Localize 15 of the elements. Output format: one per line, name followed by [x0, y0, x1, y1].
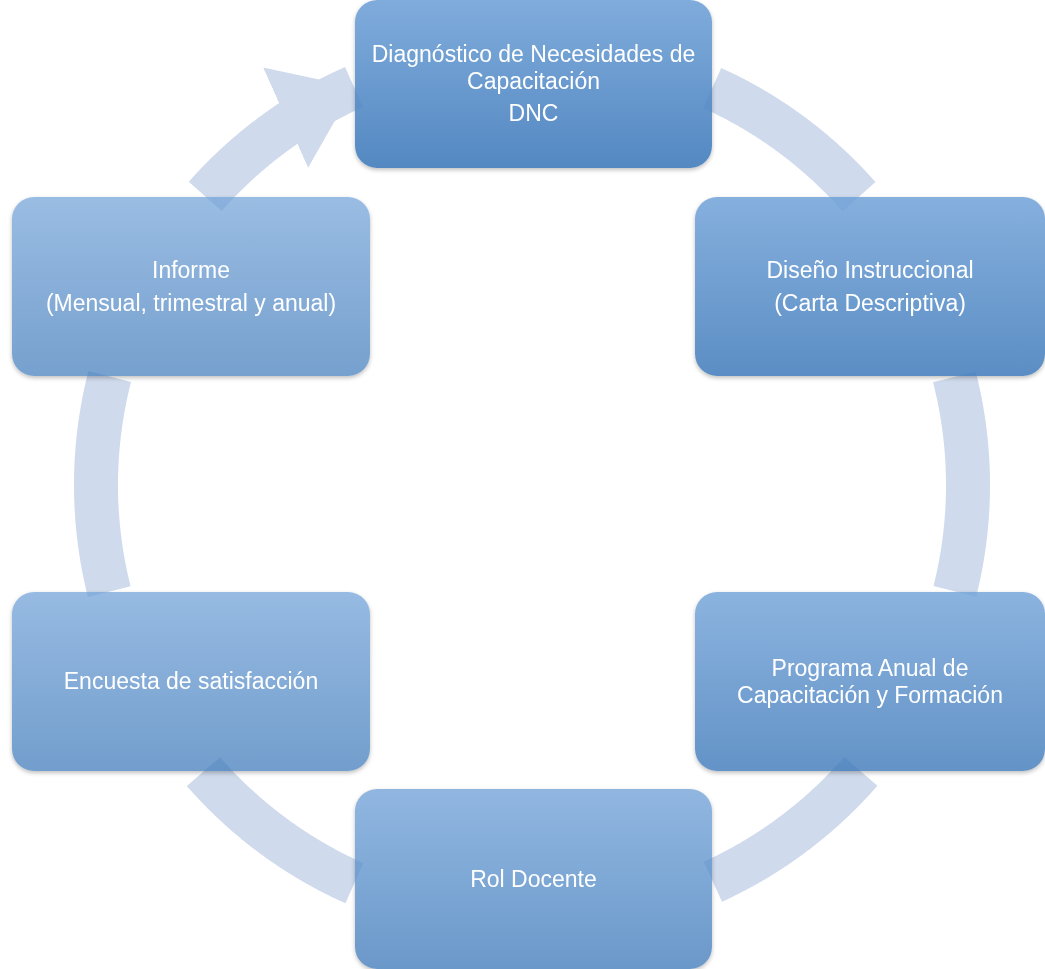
step-title: Diseño Instruccional — [766, 257, 974, 284]
step-title: Informe — [152, 257, 230, 284]
process-box — [12, 197, 370, 376]
process-box — [695, 592, 1045, 771]
process-box — [355, 0, 712, 168]
process-box — [695, 197, 1045, 376]
step-title: Rol Docente — [470, 865, 597, 893]
process-box — [355, 789, 712, 969]
step-subtitle: (Mensual, trimestral y anual) — [45, 289, 337, 316]
step-title: Diagnóstico de Necesidades de Capacitación — [370, 41, 697, 95]
step-title: Programa Anual de Capacitación y Formación — [736, 655, 1004, 708]
step-subtitle: DNC — [508, 100, 559, 127]
process-box — [12, 592, 370, 771]
step-subtitle: (Carta Descriptiva) — [774, 289, 966, 316]
step-title: Encuesta de satisfacción — [63, 668, 319, 695]
